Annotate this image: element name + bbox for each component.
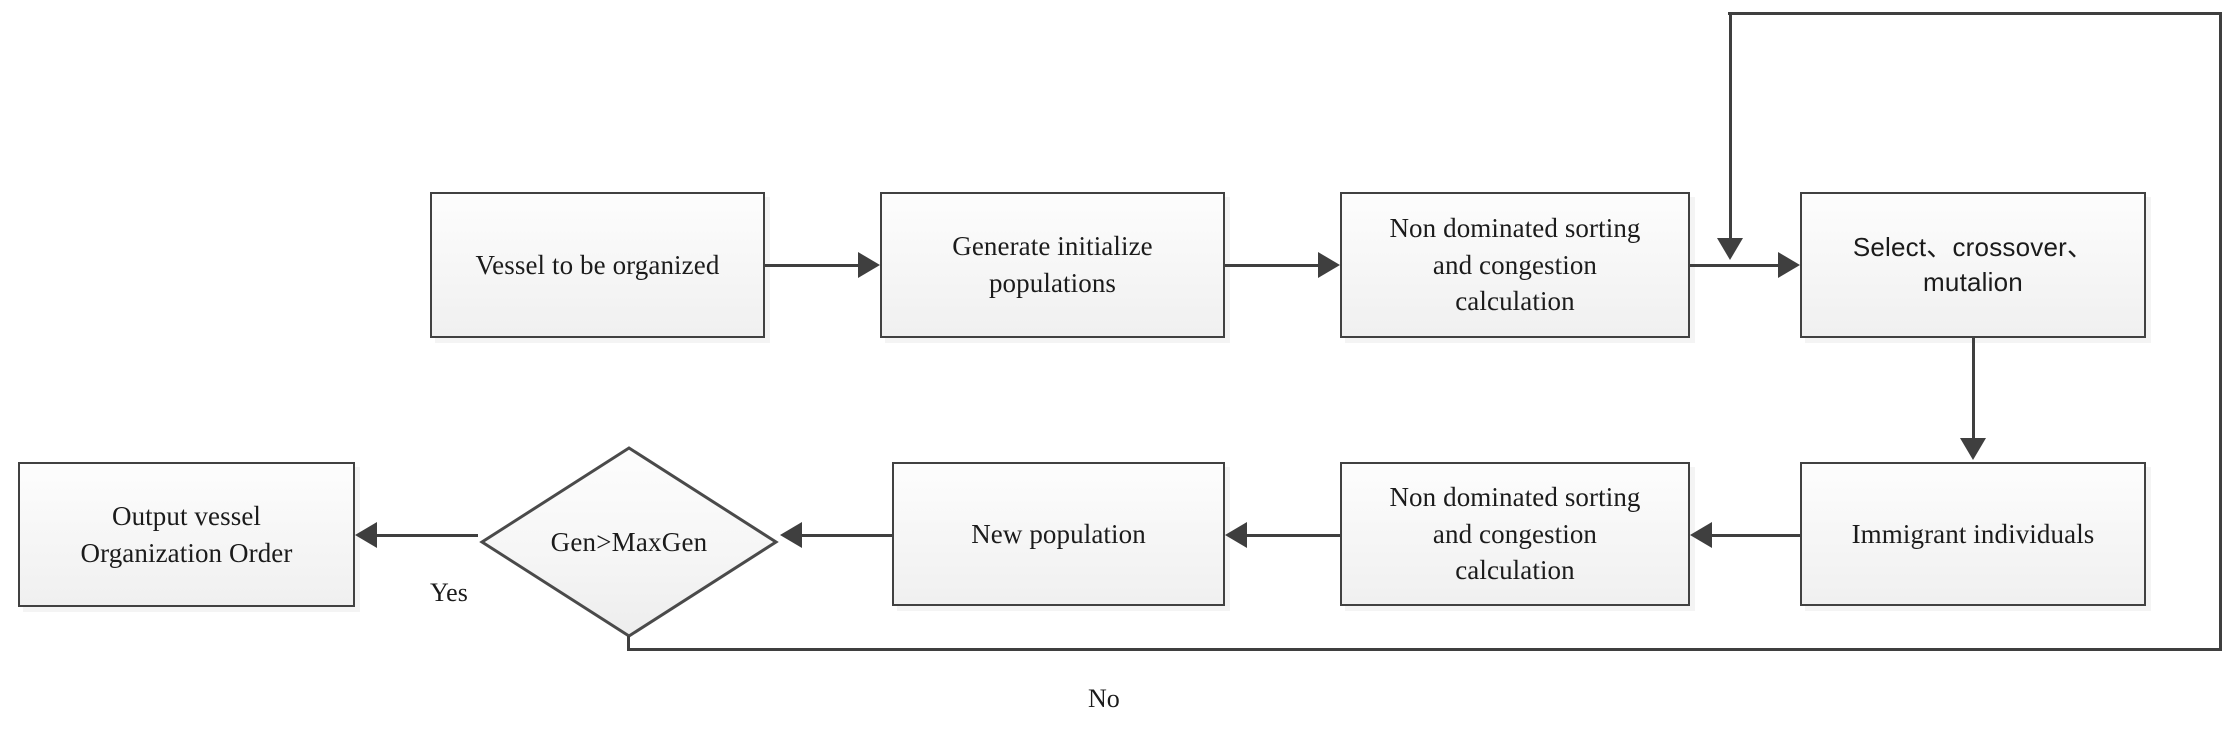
edge-immigrant-to-sorting-bottom [1712,534,1800,537]
edge-sorting-bottom-to-new-population [1247,534,1340,537]
edge-sorting-top-to-select [1690,264,1778,267]
node-gen-gt-maxgen: Gen>MaxGen [478,444,780,640]
node-non-dominated-sorting-top: Non dominated sorting and congestion cal… [1340,192,1690,338]
arrowhead-generate-to-sorting-top [1318,252,1340,278]
arrowhead-immigrant-to-sorting-bottom [1690,522,1712,548]
arrowhead-vessel-to-generate [858,252,880,278]
edge-new-population-to-decision [802,534,892,537]
edge-select-to-immigrant [1972,338,1975,438]
arrowhead-new-population-to-decision [780,522,802,548]
edge-decision-yes-to-output [377,534,478,537]
node-non-dominated-sorting-bottom: Non dominated sorting and congestion cal… [1340,462,1690,606]
node-generate-initialize-populations: Generate initialize populations [880,192,1225,338]
node-output-vessel-organization-order: Output vessel Organization Order [18,462,355,607]
arrowhead-loop-descend [1717,238,1743,260]
edge-decision-no-stub [627,636,630,650]
node-select-crossover-mutalion: Select、crossover、 mutalion [1800,192,2146,338]
edge-loop-top-rail [1728,12,2222,15]
node-vessel-to-be-organized: Vessel to be organized [430,192,765,338]
edge-loop-bottom-rail [627,648,2222,651]
edge-label-no: No [1088,684,1120,713]
node-immigrant-individuals: Immigrant individuals [1800,462,2146,606]
arrowhead-select-to-immigrant [1960,438,1986,460]
edge-generate-to-sorting-top [1225,264,1318,267]
arrowhead-decision-yes-to-output [355,522,377,548]
arrowhead-sorting-top-to-select [1778,252,1800,278]
edge-loop-descend [1729,12,1732,240]
arrowhead-sorting-bottom-to-new-population [1225,522,1247,548]
edge-vessel-to-generate [765,264,858,267]
edge-label-yes: Yes [430,578,468,607]
node-new-population: New population [892,462,1225,606]
node-gen-gt-maxgen-label: Gen>MaxGen [550,526,708,557]
edge-loop-right-rail [2219,12,2222,650]
